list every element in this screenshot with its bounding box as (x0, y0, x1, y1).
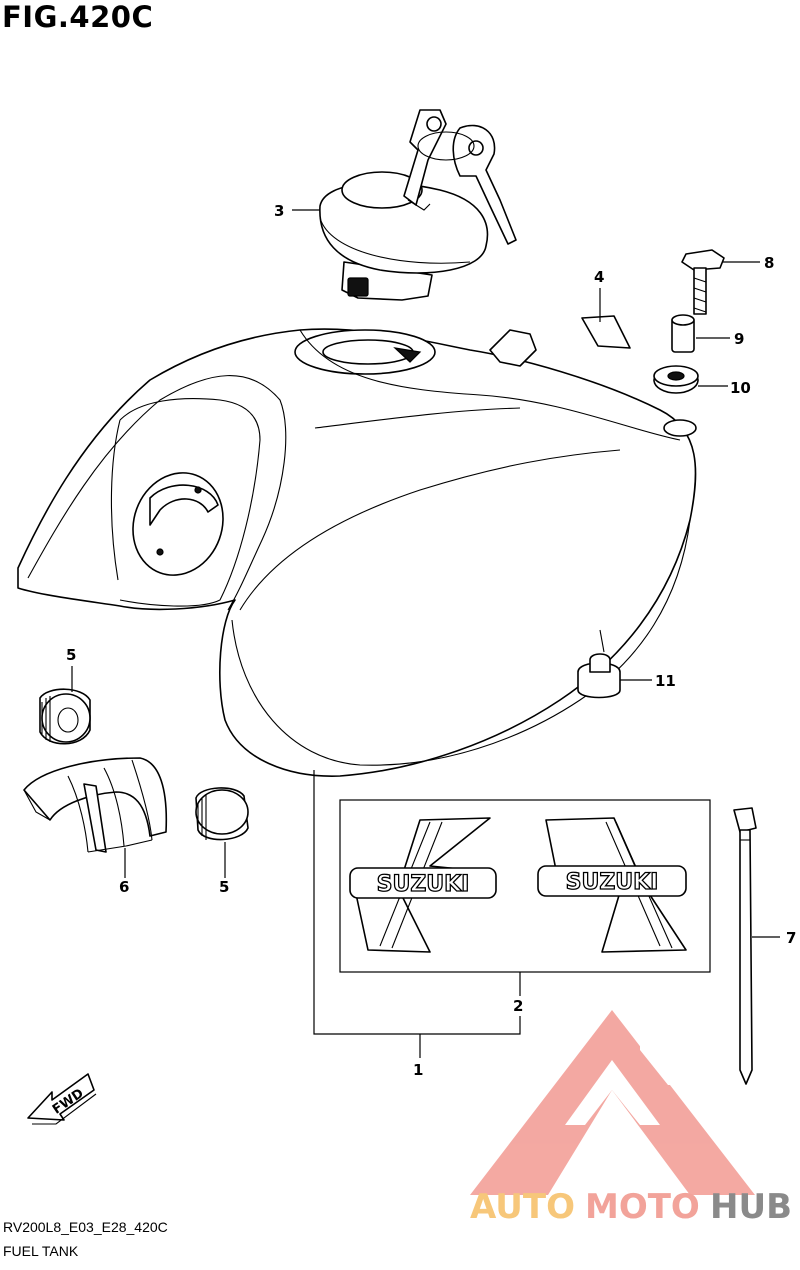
callout-2: 2 (513, 997, 523, 1015)
plug-part-11 (577, 629, 621, 699)
callout-4: 4 (594, 268, 604, 286)
cushion-part-5-lower (195, 787, 249, 841)
callout-line-1 (313, 770, 521, 1035)
figure-title: FIG.420C (2, 0, 154, 34)
watermark-moto: MOTO (585, 1187, 700, 1227)
diagram-code: RV200L8_E03_E28_420C (3, 1219, 168, 1235)
emblem-right-text: SUZUKI (566, 870, 659, 895)
callout-9: 9 (734, 330, 744, 348)
callout-8: 8 (764, 254, 774, 272)
callout-5-upper: 5 (66, 646, 76, 664)
fuel-cap-with-keys (319, 109, 517, 301)
callout-7: 7 (786, 929, 796, 947)
spacer-part-9 (671, 314, 695, 353)
fwd-arrow (27, 1073, 97, 1125)
bolt-part-8 (681, 249, 725, 315)
emblem-left (349, 817, 497, 953)
callout-11: 11 (655, 672, 676, 690)
callout-6: 6 (119, 878, 129, 896)
emblem-left-text: SUZUKI (377, 872, 470, 897)
diagram-name: FUEL TANK (3, 1243, 79, 1259)
watermark-logo (470, 1010, 755, 1195)
cushion-part-5-upper (39, 688, 91, 745)
curved-cushion-part-6 (23, 757, 168, 853)
pad-part-4 (581, 315, 631, 349)
callout-10: 10 (730, 379, 751, 397)
callout-3: 3 (274, 202, 284, 220)
watermark-hub: HUB (710, 1187, 792, 1227)
emblem-set-box (339, 799, 711, 973)
callout-1: 1 (413, 1061, 423, 1079)
watermark-auto: AUTO (470, 1187, 575, 1227)
callout-5-lower: 5 (219, 878, 229, 896)
cable-tie-part-7 (733, 807, 757, 1085)
grommet-part-10 (653, 365, 699, 394)
fuel-tank-body (17, 328, 697, 777)
emblem-right (537, 817, 687, 953)
